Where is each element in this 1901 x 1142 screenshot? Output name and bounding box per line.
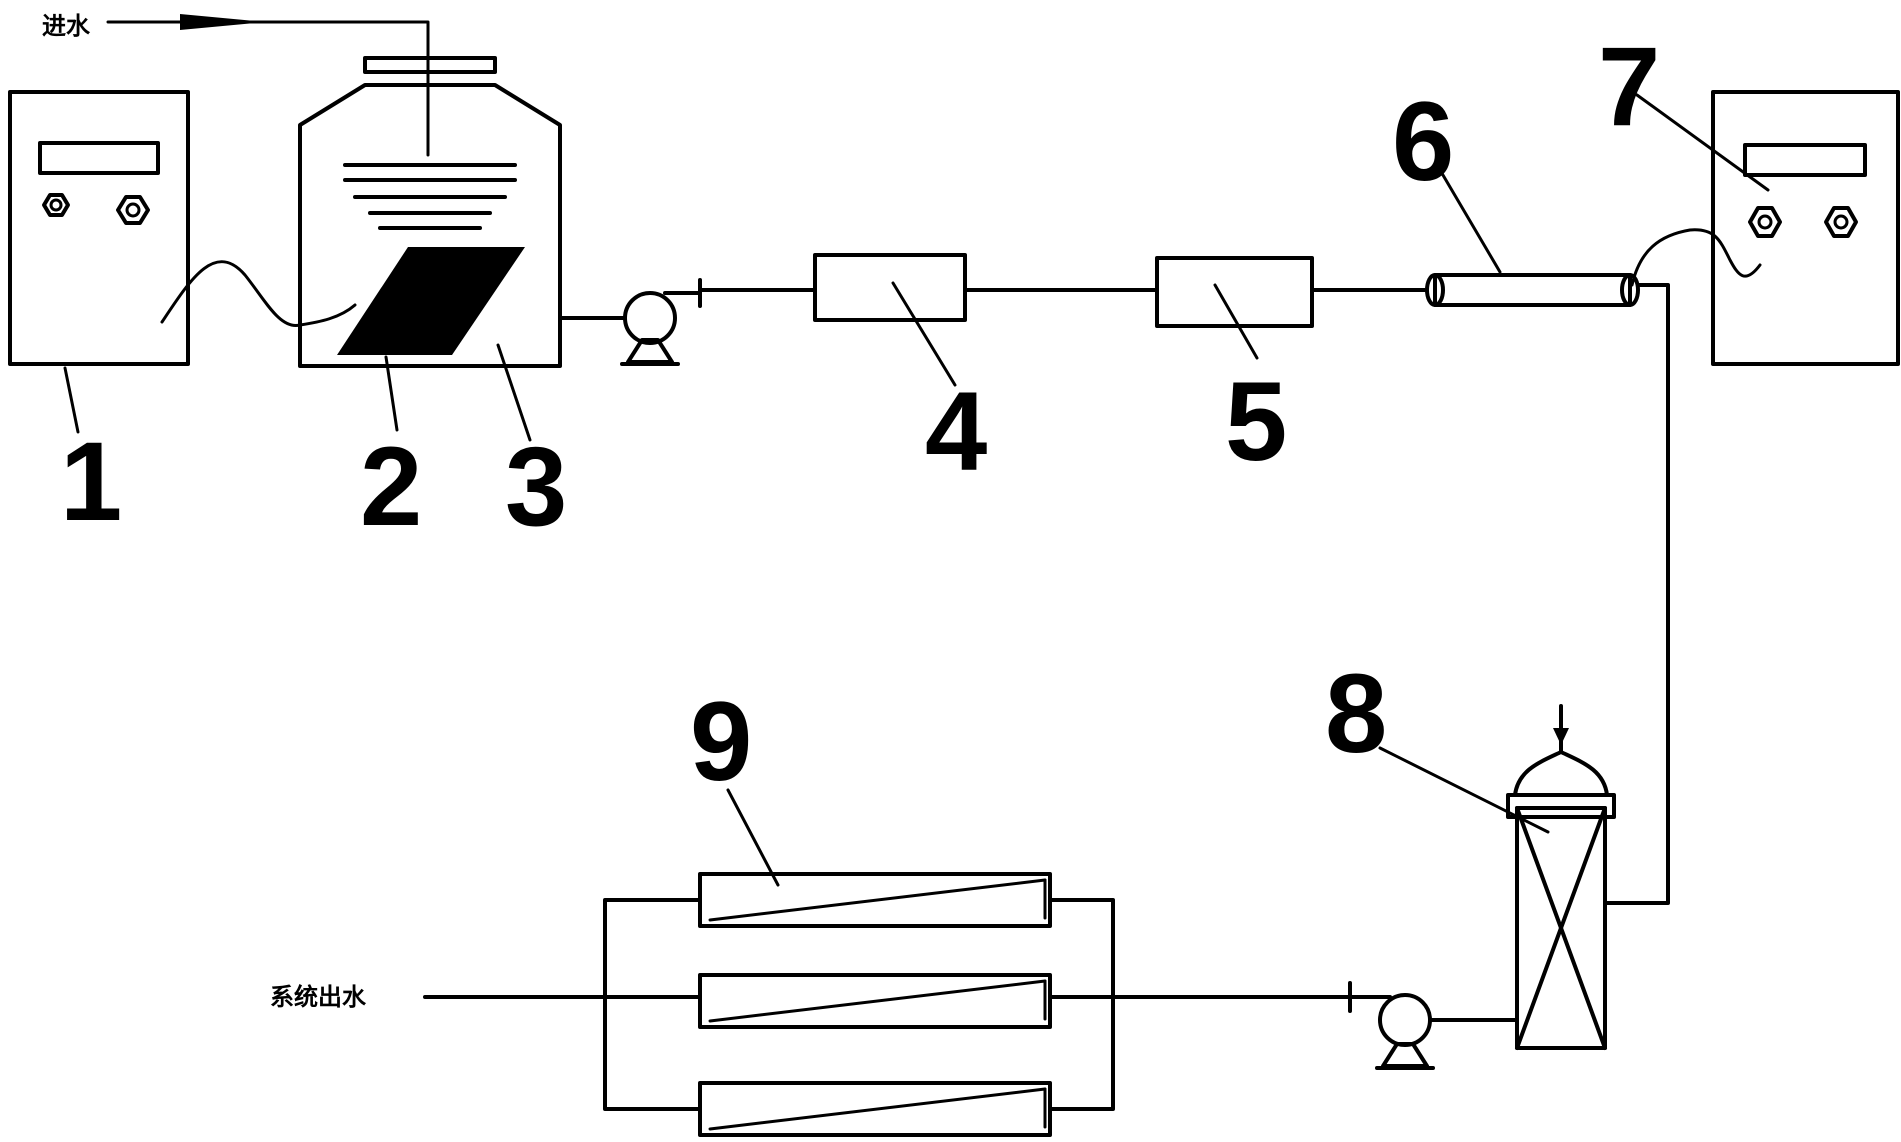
label-8: 8 bbox=[1325, 651, 1387, 776]
label-1: 1 bbox=[60, 419, 122, 544]
inlet-label: 进水 bbox=[42, 12, 91, 40]
module-bank-9 bbox=[423, 872, 1115, 1137]
reactor-tank bbox=[298, 56, 562, 368]
inlet-arrow bbox=[106, 14, 430, 157]
tube-6 bbox=[1425, 273, 1640, 307]
pump-bottom bbox=[1348, 981, 1435, 1070]
pump-top bbox=[620, 278, 702, 366]
label-6: 6 bbox=[1392, 79, 1454, 204]
electrode-plate bbox=[337, 247, 525, 355]
column-8 bbox=[1506, 704, 1616, 1050]
label-2: 2 bbox=[360, 424, 422, 549]
unit-5 bbox=[1155, 256, 1314, 328]
label-9: 9 bbox=[690, 679, 752, 804]
label-7: 7 bbox=[1598, 24, 1660, 149]
label-5: 5 bbox=[1225, 359, 1287, 484]
power-supply-right bbox=[1711, 90, 1900, 366]
wire-right bbox=[1630, 228, 1762, 287]
outlet-label: 系统出水 bbox=[270, 983, 367, 1011]
wire-left bbox=[160, 260, 357, 327]
unit-4 bbox=[813, 253, 967, 322]
label-4: 4 bbox=[925, 369, 987, 494]
power-supply-left bbox=[8, 90, 190, 366]
label-3: 3 bbox=[505, 424, 567, 549]
